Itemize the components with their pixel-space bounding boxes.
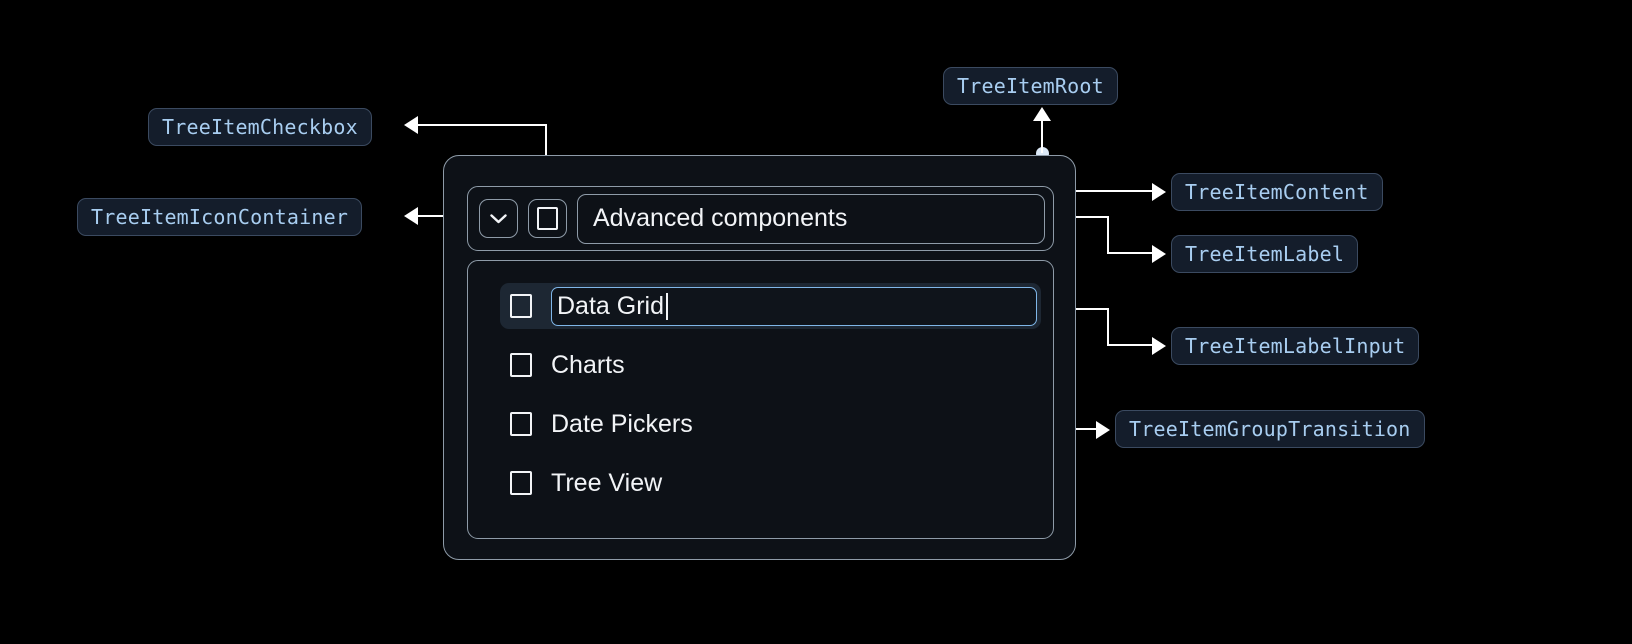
tree-item-label[interactable]: Date Pickers (551, 409, 693, 438)
tree-child-item-charts[interactable]: Charts (500, 342, 1041, 388)
tree-item-content[interactable]: Advanced components (467, 186, 1054, 251)
tree-item-root[interactable]: Advanced components Data Grid Charts Dat… (443, 155, 1076, 560)
checkbox-unchecked-icon[interactable] (510, 471, 532, 495)
annotation-badge-treeitemcontent: TreeItemContent (1171, 173, 1383, 211)
connector-line-content (1041, 190, 1153, 192)
checkbox-unchecked-icon (537, 207, 558, 230)
annotation-badge-treeitemroot: TreeItemRoot (943, 67, 1118, 105)
connector-line-checkbox-h (418, 124, 546, 126)
annotation-badge-treeitemcheckbox: TreeItemCheckbox (148, 108, 372, 146)
connector-line-label-v (1107, 216, 1109, 254)
chevron-down-icon (490, 213, 507, 223)
tree-item-group-transition: Data Grid Charts Date Pickers Tree View (467, 260, 1054, 539)
tree-child-item-date-pickers[interactable]: Date Pickers (500, 401, 1041, 447)
checkbox-unchecked-icon[interactable] (510, 294, 532, 318)
connector-arrow-checkbox (404, 116, 418, 134)
connector-arrow-content (1152, 183, 1166, 201)
annotation-badge-treeitemlabelinput: TreeItemLabelInput (1171, 327, 1420, 365)
checkbox-unchecked-icon[interactable] (510, 353, 532, 377)
text-caret (665, 292, 668, 320)
tree-item-label[interactable]: Tree View (551, 468, 663, 497)
tree-item-label[interactable]: Advanced components (577, 193, 1045, 244)
connector-line-label-h2 (1107, 252, 1153, 254)
connector-arrow-label (1152, 245, 1166, 263)
tree-item-label-input-value: Data Grid (557, 291, 664, 320)
annotation-badge-treeitemiconcontainer: TreeItemIconContainer (77, 198, 363, 236)
tree-child-item-data-grid[interactable]: Data Grid (500, 283, 1041, 329)
connector-line-label-input-v (1107, 308, 1109, 346)
tree-child-item-tree-view[interactable]: Tree View (500, 460, 1041, 506)
tree-item-label[interactable]: Charts (551, 350, 625, 379)
annotation-badge-treeitemlabel: TreeItemLabel (1171, 235, 1359, 273)
connector-line-root (1041, 119, 1043, 153)
connector-line-label-input-h2 (1107, 344, 1153, 346)
checkbox-unchecked-icon[interactable] (510, 412, 532, 436)
tree-item-label-input[interactable]: Data Grid (551, 286, 1037, 326)
annotation-badge-treeitemgrouptransition: TreeItemGroupTransition (1115, 410, 1425, 448)
tree-item-icon-container[interactable] (479, 199, 518, 238)
connector-arrow-label-input (1152, 337, 1166, 355)
connector-arrow-icon-container (404, 207, 418, 225)
connector-arrow-root (1033, 107, 1051, 121)
connector-arrow-group-transition (1096, 421, 1110, 439)
tree-item-checkbox[interactable] (528, 199, 567, 238)
